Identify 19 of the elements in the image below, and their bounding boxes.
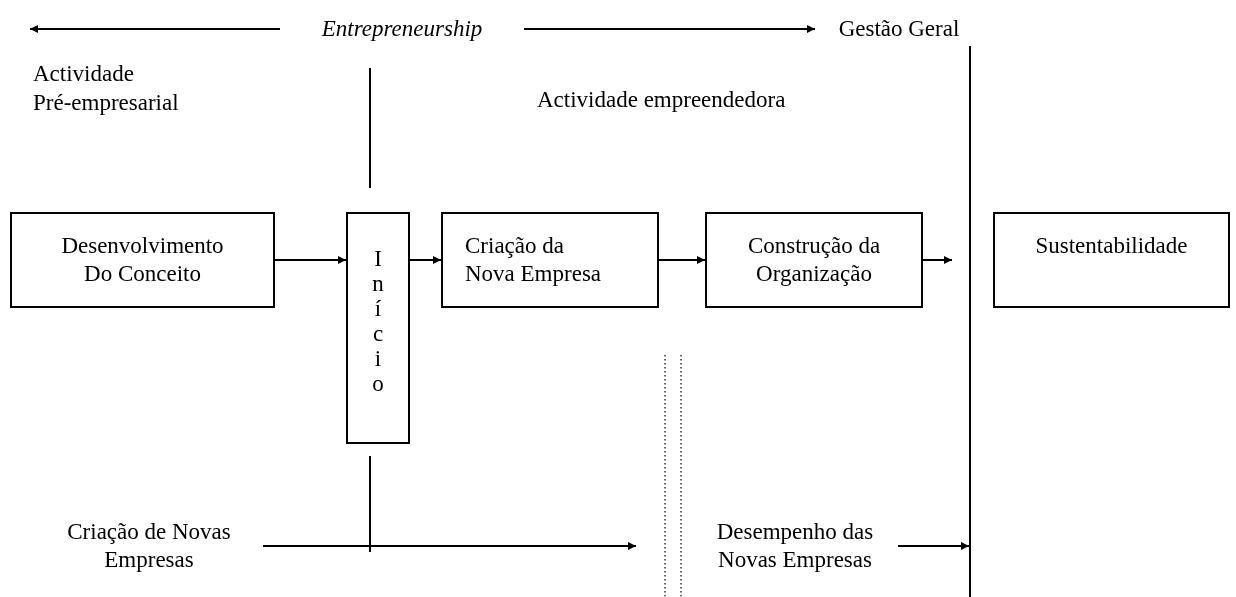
arrow (897, 542, 970, 550)
process-box: Sustentabilidade (993, 212, 1230, 308)
stage-label: Actividade Pré-empresarial (33, 60, 180, 117)
stage-text: Desempenho das Novas Empresas (692, 514, 898, 578)
arrow (262, 542, 637, 550)
arrow (658, 256, 706, 264)
arrow (922, 256, 953, 264)
process-box: Início (346, 212, 410, 444)
arrow (274, 256, 347, 264)
stage-text: Criação de Novas Empresas (35, 514, 263, 578)
process-box: Criação da Nova Empresa (441, 212, 659, 308)
process-box: Construção da Organização (705, 212, 923, 308)
stage-label: Actividade empreendedora (537, 86, 787, 114)
heading-text: Entrepreneurship (280, 10, 524, 48)
arrow (409, 256, 442, 264)
arrow (29, 25, 281, 33)
heading-text: Gestão Geral (815, 10, 983, 48)
arrow (523, 25, 816, 33)
process-box: Desenvolvimento Do Conceito (10, 212, 275, 308)
